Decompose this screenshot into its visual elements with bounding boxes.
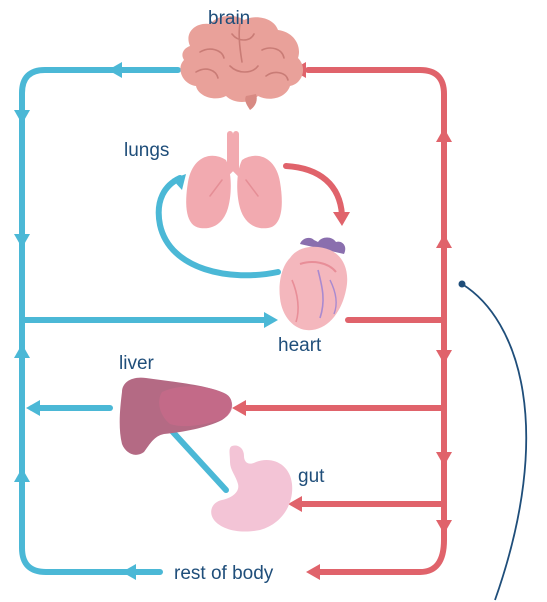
arrow-down-1 [14, 110, 30, 124]
brain-label: brain [208, 9, 250, 28]
arrow-to-heart [264, 312, 278, 328]
vessel-lungs-to-heart [286, 166, 342, 215]
arrow-to-heart-from-lungs [333, 212, 350, 226]
arrow-up-1 [14, 344, 30, 358]
arrow-red-down-3 [436, 520, 452, 534]
lungs-label: lungs [124, 141, 169, 160]
heart-icon [279, 238, 347, 331]
arrow-red-up-2 [436, 234, 452, 248]
arrow-down-2 [14, 234, 30, 248]
arrow-to-liver [232, 400, 246, 416]
rest-of-body-label: rest of body [174, 564, 273, 583]
liver-label: liver [119, 354, 154, 373]
arrow-rest-left [122, 564, 136, 580]
pointer-annotation [459, 281, 527, 601]
arrow-liver-left [26, 400, 40, 416]
arrow-top-left [108, 62, 122, 78]
brain-icon [180, 16, 303, 110]
pointer-dot [459, 281, 466, 288]
lungs-icon [186, 134, 282, 228]
gut-label: gut [298, 467, 324, 486]
arrow-red-up-1 [436, 128, 452, 142]
arrow-up-2 [14, 468, 30, 482]
pointer-line [462, 284, 526, 600]
heart-label: heart [278, 336, 321, 355]
arrow-to-rest-of-body [306, 564, 320, 580]
arrow-red-down-1 [436, 350, 452, 364]
arrow-red-down-2 [436, 452, 452, 466]
liver-icon [120, 378, 232, 455]
